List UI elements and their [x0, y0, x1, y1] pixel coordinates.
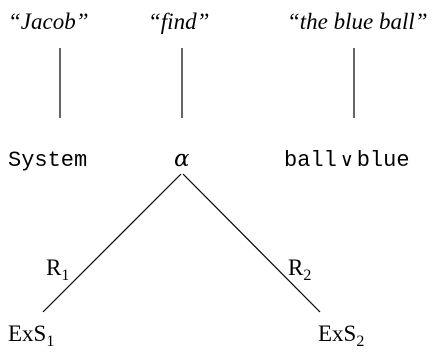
concept-ball: ball — [284, 148, 337, 173]
concept-blue: blue — [356, 148, 410, 173]
concept-system: System — [8, 148, 88, 173]
or-symbol: ∨ — [339, 149, 354, 171]
node-exs1-name: ExS — [8, 321, 47, 346]
quote-find: “find” — [148, 9, 210, 34]
relation-r1-sub: 1 — [61, 267, 70, 284]
node-exs1: ExS1 — [8, 321, 54, 350]
relation-r2-name: R — [288, 255, 304, 280]
relation-r1: R1 — [46, 255, 69, 284]
relation-r2-sub: 2 — [303, 267, 312, 284]
node-exs2-name: ExS — [318, 321, 357, 346]
concept-alpha: α — [174, 146, 190, 172]
relation-r1-name: R — [46, 255, 62, 280]
node-exs1-sub: 1 — [46, 333, 55, 350]
concept-ball-or-blue: ball∨blue — [284, 150, 410, 172]
edge-alpha-exs2 — [182, 173, 321, 313]
node-exs2: ExS2 — [318, 321, 364, 350]
relation-r2: R2 — [288, 255, 311, 284]
quote-blue-ball: “the blue ball” — [287, 9, 428, 34]
quote-jacob: “Jacob” — [8, 9, 89, 34]
node-exs2-sub: 2 — [356, 333, 365, 350]
edge-alpha-exs1 — [42, 173, 182, 313]
